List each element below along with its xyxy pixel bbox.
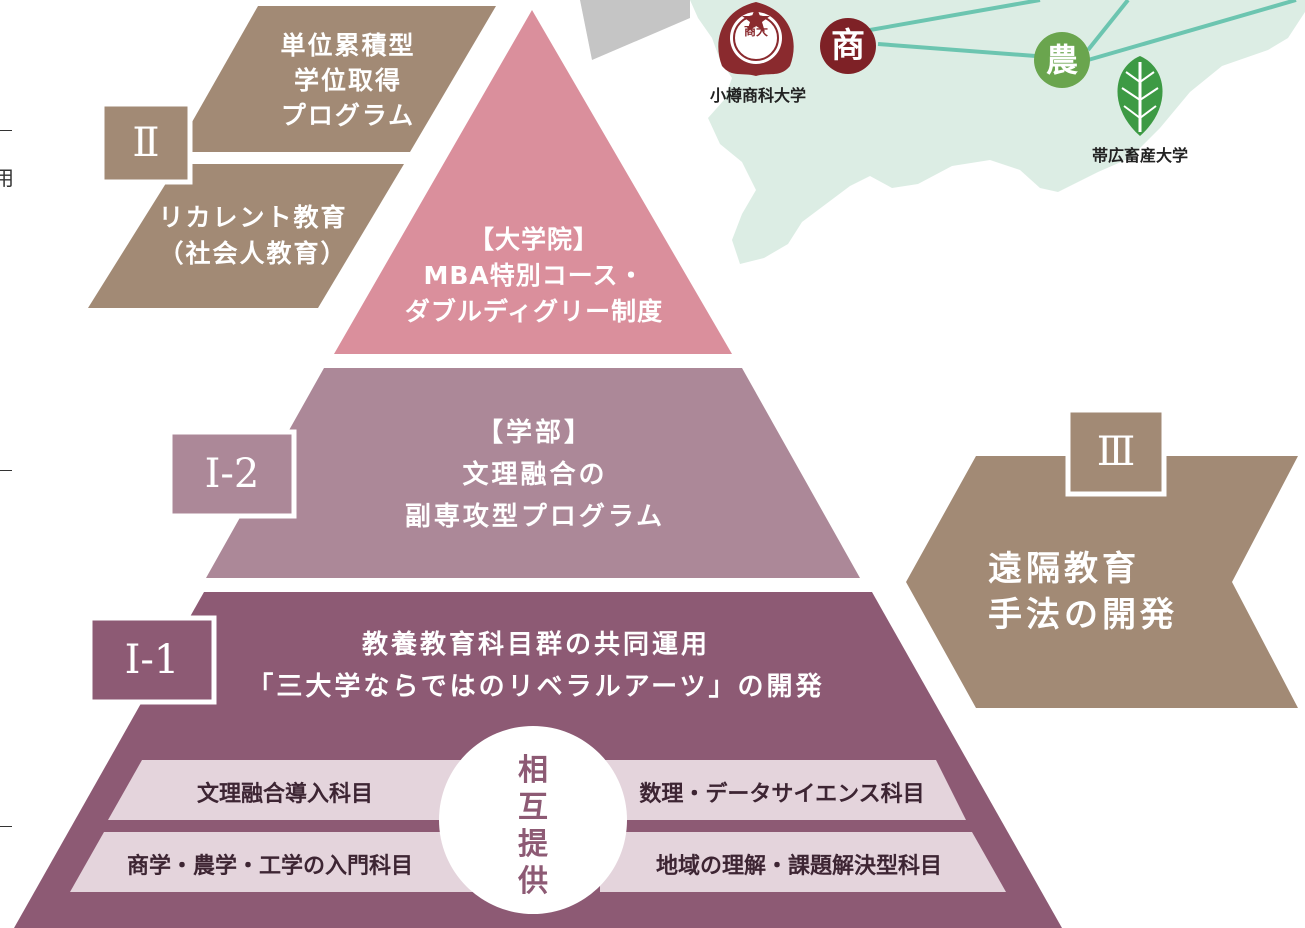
section2-box2-line: （社会人教育） <box>158 239 348 268</box>
edge-glyph: 用 <box>0 166 14 190</box>
commerce-badge-bg <box>820 18 876 74</box>
tier-top-line: ダブルディグリー制度 <box>404 297 664 326</box>
bar-left-top <box>108 760 478 820</box>
edge-tick <box>0 826 12 827</box>
bar-right-top <box>600 760 966 820</box>
section2-box2-line: リカレント教育 <box>158 203 348 232</box>
link-line <box>877 42 1063 60</box>
bar-right-top-label: 数理・データサイエンス科目 <box>639 782 925 807</box>
section3-numeral: Ⅲ <box>1096 429 1136 475</box>
mutual-char: 互 <box>518 790 548 825</box>
section3-numeral-box <box>1065 407 1167 497</box>
section3-text: 遠隔教育 手法の開発 <box>988 546 1208 638</box>
seal-text: 商大 <box>743 24 768 38</box>
section2-numeral-box <box>99 101 193 185</box>
tier-mid-numeral: Ⅰ-2 <box>204 451 260 497</box>
section3-arrow <box>906 456 1298 708</box>
tier-mid-line: 文理融合の <box>462 460 608 490</box>
link-line <box>1087 0 1297 62</box>
section3-line: 遠隔教育 <box>988 549 1140 589</box>
section2-box2 <box>88 164 404 308</box>
tier-bottom-line: 「三大学ならではのリベラルアーツ」の開発 <box>247 672 825 702</box>
bar-right-bottom <box>600 832 1006 892</box>
section2-numeral: Ⅱ <box>132 120 160 166</box>
mutual-char: 供 <box>518 864 548 899</box>
obihiro-leaf-icon <box>1117 56 1163 136</box>
bar-left-top-label: 文理融合導入科目 <box>196 782 373 807</box>
section2-box1-line: 学位取得 <box>293 66 402 95</box>
otaru-label: 小樽商科大学 <box>709 86 806 105</box>
otaru-seal-icon <box>718 2 794 76</box>
mutual-char: 相 <box>518 753 548 788</box>
section3-line: 手法の開発 <box>988 595 1178 635</box>
bar-right-bottom-label: 地域の理解・課題解決型科目 <box>655 854 942 879</box>
badge-agri: 農 <box>1045 41 1078 79</box>
tier-top-shape <box>334 10 732 354</box>
bar-left-bottom <box>70 832 478 892</box>
mutual-circle <box>439 726 627 914</box>
link-line <box>869 0 1041 32</box>
gray-arrow <box>580 0 690 60</box>
section2-box2-text: リカレント教育 （社会人教育） <box>138 200 368 272</box>
bar-left-bottom-label: 商学・農学・工学の入門科目 <box>126 854 413 879</box>
mutual-char: 提 <box>518 827 548 862</box>
agri-badge-bg <box>1034 32 1090 88</box>
tier-top-text: 【大学院】 MBA特別コース・ ダブルディグリー制度 <box>384 222 684 330</box>
tier-bottom-numeral-box <box>87 615 217 705</box>
edge-tick <box>0 130 12 131</box>
edge-tick <box>0 470 12 471</box>
section2-box1 <box>175 6 496 152</box>
tier-top-line: 【大学院】 <box>468 225 599 254</box>
section2-box1-line: プログラム <box>280 101 416 130</box>
mutual-provision-text: 相 互 提 供 <box>513 752 553 900</box>
section2-box1-line: 単位累積型 <box>280 31 416 60</box>
obihiro-label: 帯広畜産大学 <box>1091 146 1188 165</box>
tier-mid-text: 【学部】 文理融合の 副専攻型プログラム <box>380 412 690 538</box>
tier-bottom-text: 教養教育科目群の共同運用 「三大学ならではのリベラルアーツ」の開発 <box>236 624 836 708</box>
tier-mid-line: 副専攻型プログラム <box>404 502 666 532</box>
tier-bottom-line: 教養教育科目群の共同運用 <box>361 630 710 660</box>
section2-box1-text: 単位累積型 学位取得 プログラム <box>248 28 448 133</box>
tier-top-line: MBA特別コース・ <box>423 261 645 290</box>
tier-bottom-numeral: Ⅰ-1 <box>124 637 180 683</box>
badge-commerce: 商 <box>831 26 865 66</box>
tier-mid-line: 【学部】 <box>476 418 593 448</box>
tier-mid-shape <box>206 368 860 578</box>
tier-mid-numeral-box <box>167 429 297 519</box>
link-line <box>1086 0 1130 52</box>
